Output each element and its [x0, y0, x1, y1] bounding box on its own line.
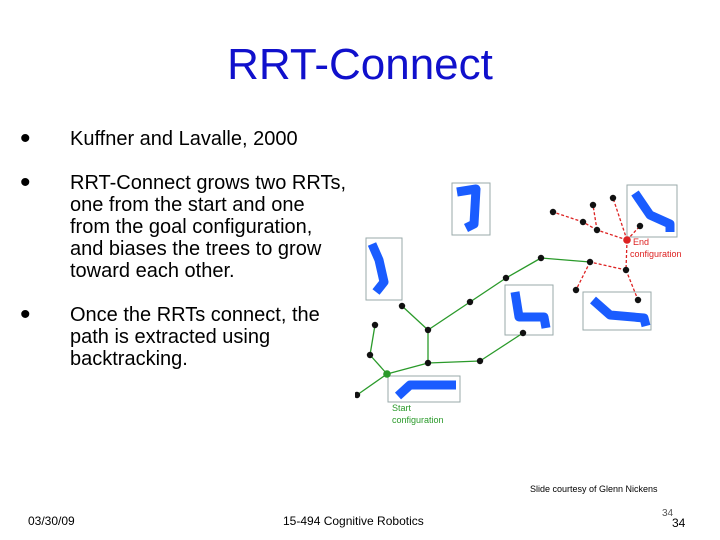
goal-tree-edges: [552, 197, 641, 301]
bullet-dot: •: [20, 122, 31, 155]
robot-arm-snapshot-4: [582, 291, 652, 331]
start-tree-edges: [356, 257, 591, 396]
page-number-small: 34: [662, 508, 674, 519]
robot-arm-snapshot-2: [365, 237, 403, 301]
tree-nodes: [355, 194, 644, 399]
end-label-line2: configuration: [630, 249, 682, 259]
bullet-text: Once the RRTs connect, the path is extra…: [70, 304, 320, 370]
robot-arm-snapshot-3: [504, 284, 554, 336]
bullet-text: Kuffner and Lavalle, 2000: [70, 128, 298, 150]
robot-arm-snapshot-6: [387, 375, 461, 403]
end-label-line1: End: [633, 237, 649, 247]
bullet-text: RRT-Connect grows two RRTs, one from the…: [70, 172, 347, 282]
slide-credit: Slide courtesy of Glenn Nickens: [530, 484, 658, 494]
start-label-line1: Start: [392, 403, 412, 413]
footer-date: 03/30/09: [28, 514, 75, 528]
bullet-dot: •: [20, 298, 31, 331]
robot-arm-snapshot-1: [451, 182, 491, 236]
rrt-connect-figure: End configuration Start configuration: [355, 182, 682, 425]
bullet-item: • RRT-Connect grows two RRTs, one from t…: [20, 166, 350, 283]
bullet-item: • Kuffner and Lavalle, 2000: [20, 122, 350, 155]
robot-arm-snapshot-5: [626, 184, 678, 238]
page-number: 34: [672, 516, 686, 530]
bullet-list: • Kuffner and Lavalle, 2000 • RRT-Connec…: [20, 122, 350, 371]
start-label-line2: configuration: [392, 415, 444, 425]
footer-course: 15-494 Cognitive Robotics: [283, 514, 424, 528]
bullet-dot: •: [20, 166, 31, 199]
bullet-item: • Once the RRTs connect, the path is ext…: [20, 298, 350, 371]
slide-title: RRT-Connect: [227, 40, 493, 89]
